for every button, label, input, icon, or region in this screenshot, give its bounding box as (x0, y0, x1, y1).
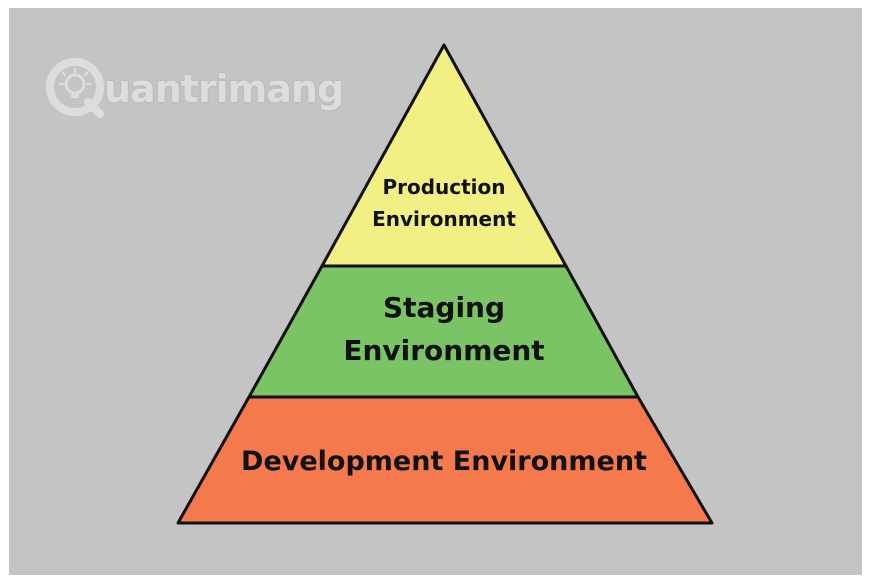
development-label: Development Environment (241, 446, 647, 477)
staging-label-line-2: Environment (343, 334, 544, 367)
lightbulb-q-logo-icon (46, 58, 104, 118)
production-label-line-1: Production (382, 175, 505, 199)
production-layer (320, 43, 568, 268)
staging-layer (247, 264, 640, 399)
watermark-text: uantrimang (104, 67, 344, 111)
production-label-line-2: Environment (372, 207, 516, 231)
staging-label-line-1: Staging (383, 291, 505, 324)
development-layer (176, 395, 714, 525)
watermark: uantrimang (44, 54, 344, 120)
